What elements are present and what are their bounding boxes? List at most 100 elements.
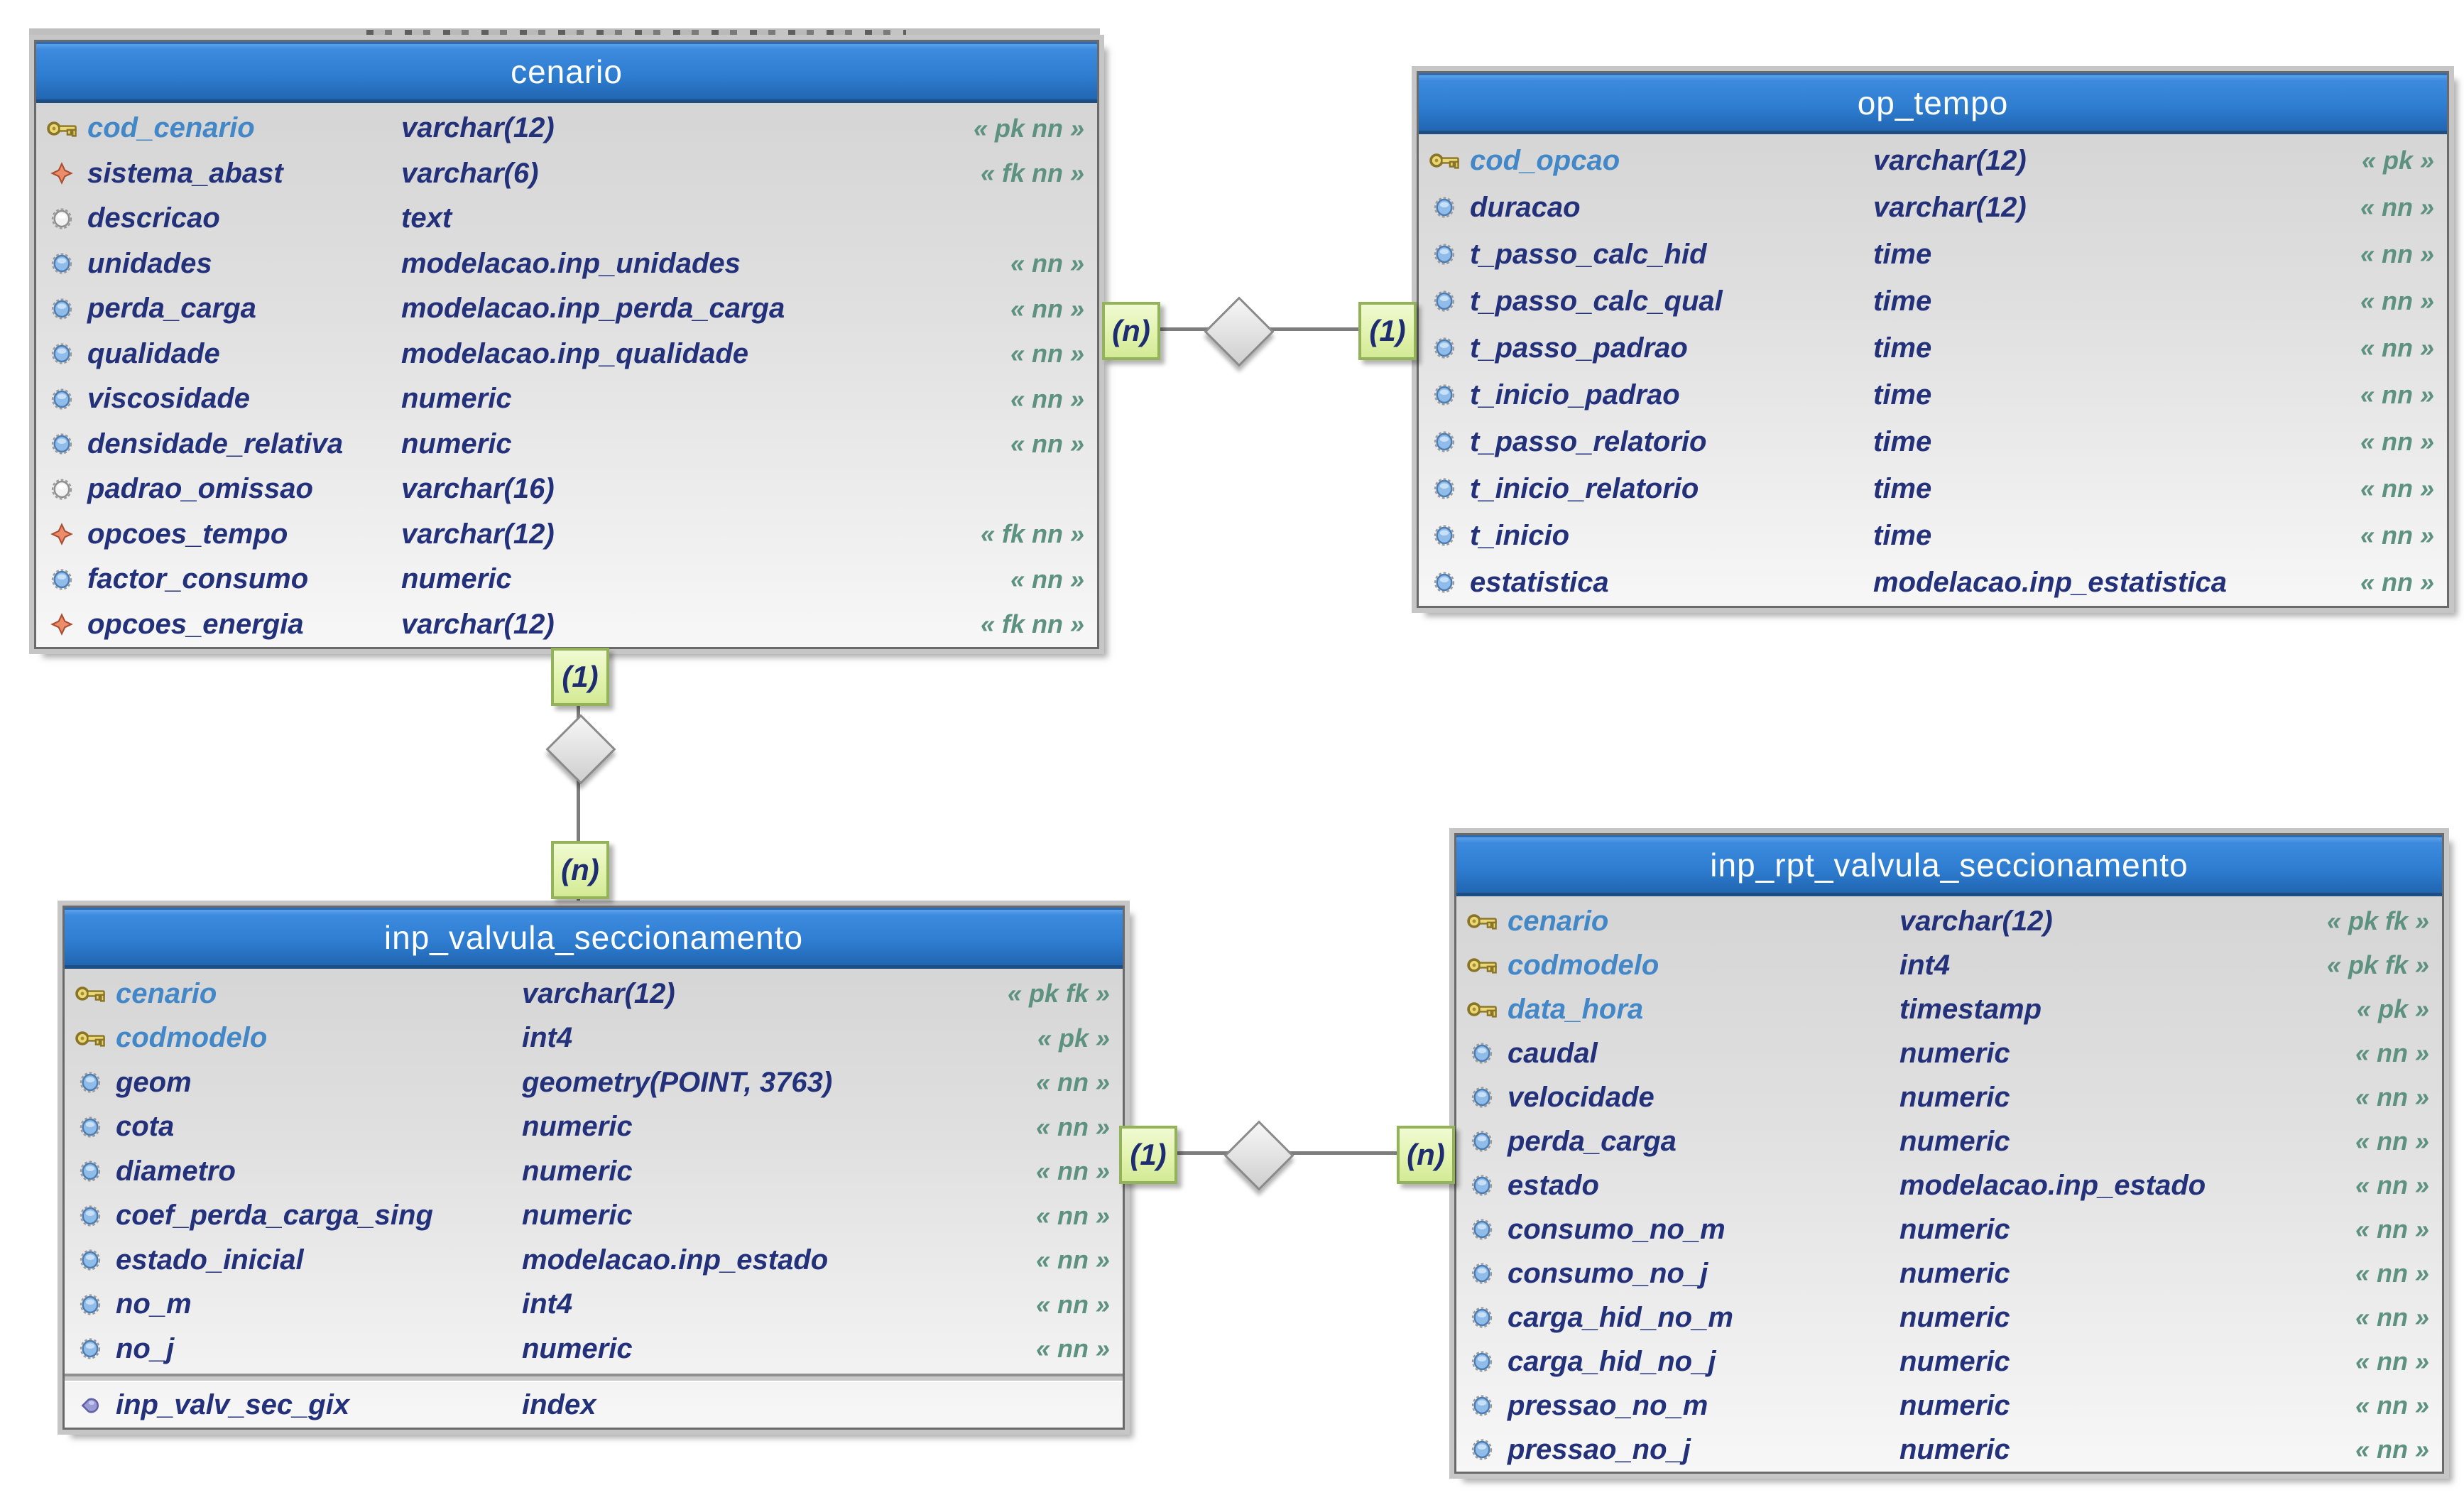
column-name: diametro: [116, 1155, 236, 1187]
column-type: numeric: [401, 428, 512, 460]
column-name: t_inicio_padrao: [1470, 379, 1680, 411]
column-type: varchar(16): [401, 473, 555, 505]
primary-key-icon: [1429, 149, 1460, 172]
table-row[interactable]: cenario varchar(12) « pk fk »: [65, 972, 1123, 1016]
column-constraints: « pk »: [2361, 146, 2434, 175]
table-row[interactable]: t_passo_calc_hid time « nn »: [1419, 231, 2447, 278]
table-row[interactable]: descricao text: [36, 196, 1097, 241]
column-name: no_m: [116, 1288, 192, 1320]
table-row[interactable]: estatistica modelacao.inp_estatistica « …: [1419, 559, 2447, 606]
not-null-column-icon: [46, 343, 77, 364]
table-row[interactable]: codmodelo int4 « pk »: [65, 1016, 1123, 1061]
table-row[interactable]: padrao_omissao varchar(16): [36, 467, 1097, 512]
table-row[interactable]: t_inicio_relatorio time « nn »: [1419, 465, 2447, 512]
column-name: cenario: [1508, 905, 1609, 937]
table-row[interactable]: viscosidade numeric « nn »: [36, 376, 1097, 422]
index-row[interactable]: inp_valv_sec_gix index: [65, 1384, 1123, 1428]
not-null-column-icon: [1466, 1175, 1498, 1196]
table-row[interactable]: cod_opcao varchar(12) « pk »: [1419, 137, 2447, 184]
index-icon: [75, 1395, 106, 1416]
table-row[interactable]: qualidade modelacao.inp_qualidade « nn »: [36, 332, 1097, 377]
not-null-column-icon: [1429, 525, 1460, 546]
cardinality-label[interactable]: (1): [1358, 302, 1417, 360]
table-row[interactable]: diametro numeric « nn »: [65, 1149, 1123, 1194]
cardinality-label[interactable]: (n): [551, 841, 609, 899]
primary-key-icon: [75, 1027, 106, 1050]
table-row[interactable]: coef_perda_carga_sing numeric « nn »: [65, 1194, 1123, 1239]
cardinality-label[interactable]: (1): [1119, 1126, 1177, 1184]
table-row[interactable]: codmodelo int4 « pk fk »: [1456, 943, 2442, 987]
table-title[interactable]: inp_rpt_valvula_seccionamento: [1456, 835, 2442, 896]
column-type: numeric: [522, 1111, 633, 1143]
table-row[interactable]: carga_hid_no_m numeric « nn »: [1456, 1295, 2442, 1339]
column-type: time: [1873, 472, 1932, 504]
table-row[interactable]: perda_carga modelacao.inp_perda_carga « …: [36, 286, 1097, 332]
table-row[interactable]: t_passo_calc_qual time « nn »: [1419, 278, 2447, 325]
not-null-column-icon: [1466, 1351, 1498, 1372]
table-inp-valvula-seccionamento[interactable]: inp_valvula_seccionamento cenario varcha…: [58, 901, 1130, 1435]
not-null-column-icon: [46, 388, 77, 410]
column-name: perda_carga: [1508, 1125, 1677, 1157]
index-section-divider: [65, 1373, 1123, 1382]
column-type: numeric: [1899, 1257, 2010, 1289]
column-constraints: « nn »: [1010, 293, 1084, 323]
table-row[interactable]: cod_cenario varchar(12) « pk nn »: [36, 106, 1097, 151]
table-row[interactable]: consumo_no_j numeric « nn »: [1456, 1251, 2442, 1295]
cardinality-label[interactable]: (n): [1102, 302, 1160, 360]
column-type: time: [1873, 425, 1932, 457]
table-row[interactable]: velocidade numeric « nn »: [1456, 1075, 2442, 1119]
table-row[interactable]: t_passo_padrao time « nn »: [1419, 325, 2447, 371]
table-row[interactable]: no_j numeric « nn »: [65, 1327, 1123, 1371]
column-constraints: « nn »: [2355, 1082, 2429, 1112]
table-inp-rpt-valvula-seccionamento[interactable]: inp_rpt_valvula_seccionamento cenario va…: [1449, 828, 2449, 1479]
table-row[interactable]: no_m int4 « nn »: [65, 1283, 1123, 1327]
foreign-key-icon: [46, 613, 77, 636]
table-row[interactable]: duracao varchar(12) « nn »: [1419, 184, 2447, 231]
table-row[interactable]: t_passo_relatorio time « nn »: [1419, 418, 2447, 465]
table-title[interactable]: cenario: [36, 42, 1097, 103]
not-null-column-icon: [1429, 384, 1460, 406]
table-row[interactable]: cenario varchar(12) « pk fk »: [1456, 899, 2442, 943]
table-row[interactable]: caudal numeric « nn »: [1456, 1031, 2442, 1075]
table-row[interactable]: sistema_abast varchar(6) « fk nn »: [36, 151, 1097, 197]
table-row[interactable]: estado_inicial modelacao.inp_estado « nn…: [65, 1238, 1123, 1283]
table-row[interactable]: cota numeric « nn »: [65, 1105, 1123, 1150]
table-cenario[interactable]: cenario cod_cenario varchar(12) « pk nn …: [29, 35, 1104, 654]
column-name: consumo_no_m: [1508, 1213, 1726, 1245]
not-null-column-icon: [1466, 1307, 1498, 1328]
column-constraints: « nn »: [2360, 333, 2434, 362]
table-row[interactable]: unidades modelacao.inp_unidades « nn »: [36, 241, 1097, 287]
table-row[interactable]: densidade_relativa numeric « nn »: [36, 422, 1097, 467]
relationship-diamond[interactable]: [1223, 1120, 1294, 1191]
cardinality-label[interactable]: (n): [1397, 1126, 1455, 1184]
relationship-diamond[interactable]: [1204, 296, 1275, 367]
table-row[interactable]: carga_hid_no_j numeric « nn »: [1456, 1339, 2442, 1384]
table-row[interactable]: pressao_no_m numeric « nn »: [1456, 1384, 2442, 1428]
table-row[interactable]: pressao_no_j numeric « nn »: [1456, 1428, 2442, 1472]
table-row[interactable]: geom geometry(POINT, 3763) « nn »: [65, 1060, 1123, 1105]
column-name: codmodelo: [1508, 949, 1659, 981]
relationship-diamond[interactable]: [545, 714, 616, 785]
cardinality-label[interactable]: (1): [551, 648, 609, 706]
table-row[interactable]: consumo_no_m numeric « nn »: [1456, 1207, 2442, 1251]
table-row[interactable]: opcoes_energia varchar(12) « fk nn »: [36, 602, 1097, 648]
table-op-tempo[interactable]: op_tempo cod_opcao varchar(12) « pk » du…: [1412, 66, 2454, 613]
primary-key-icon: [75, 982, 106, 1005]
table-title[interactable]: op_tempo: [1419, 73, 2447, 134]
table-row[interactable]: t_inicio time « nn »: [1419, 512, 2447, 559]
column-constraints: « nn »: [1010, 564, 1084, 594]
table-row[interactable]: perda_carga numeric « nn »: [1456, 1119, 2442, 1163]
column-constraints: « nn »: [2360, 286, 2434, 315]
column-name: caudal: [1508, 1037, 1598, 1069]
column-name: descricao: [87, 202, 220, 234]
column-type: numeric: [1899, 1213, 2010, 1245]
table-row[interactable]: estado modelacao.inp_estado « nn »: [1456, 1163, 2442, 1207]
table-row[interactable]: t_inicio_padrao time « nn »: [1419, 371, 2447, 418]
table-row[interactable]: data_hora timestamp « pk »: [1456, 987, 2442, 1031]
table-row[interactable]: opcoes_tempo varchar(12) « fk nn »: [36, 512, 1097, 558]
not-null-column-icon: [75, 1338, 106, 1359]
column-type: numeric: [522, 1155, 633, 1187]
table-title[interactable]: inp_valvula_seccionamento: [65, 908, 1123, 969]
table-row[interactable]: factor_consumo numeric « nn »: [36, 557, 1097, 602]
